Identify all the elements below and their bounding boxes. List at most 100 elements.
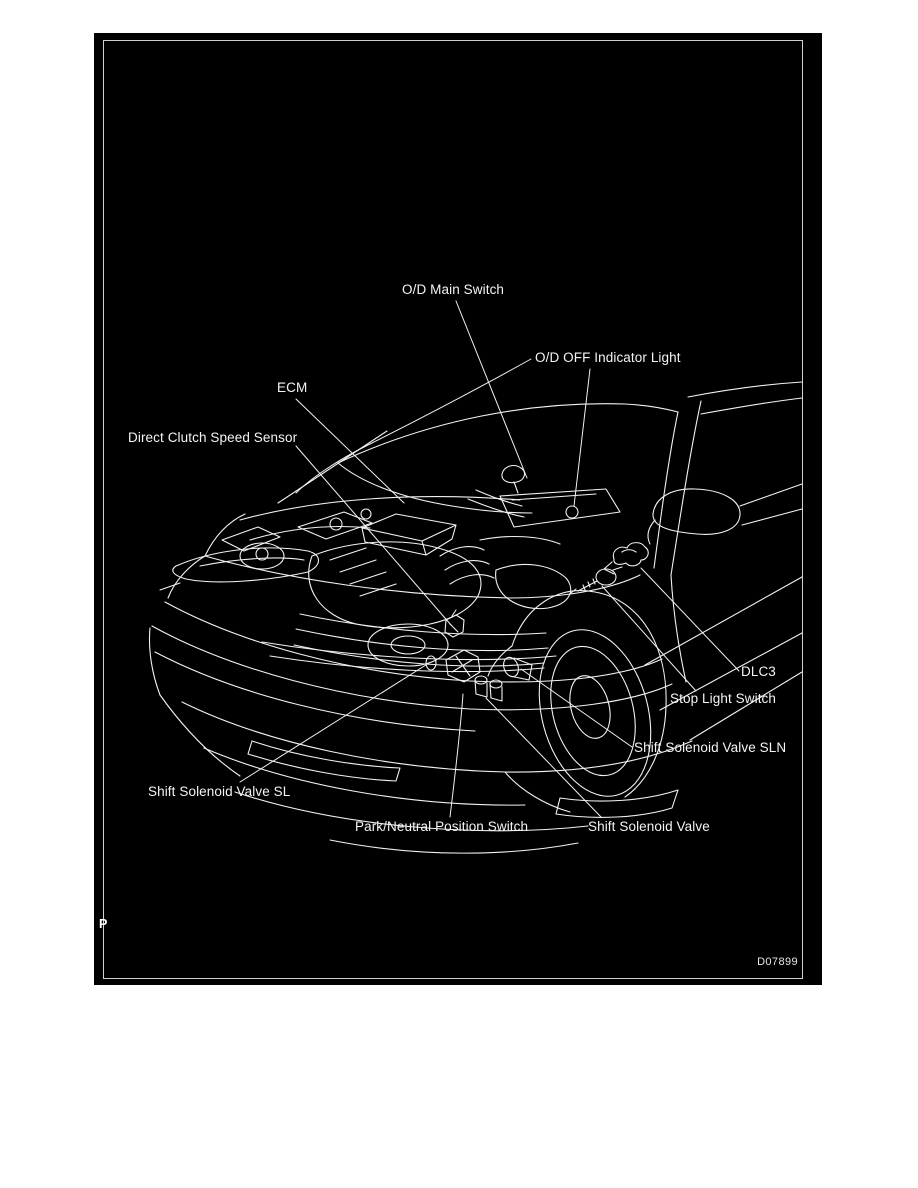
air-cleaner [221,526,281,552]
park-neutral-position-switch-glyph [445,649,481,683]
figure-plate [94,33,822,985]
art-diagonal [277,430,388,504]
label-stop-light-switch: Stop Light Switch [670,691,777,706]
wheel-cut [504,771,571,813]
bay-rear-rim [239,496,521,521]
leader-stop-light-switch [601,585,697,692]
engine-bay [204,496,572,673]
cluster-inner-line [511,493,597,501]
leader-od-off-indicator-straight [573,368,591,507]
leader-shift-solenoid-valve [485,697,602,818]
leader-shift-solenoid-valve-sl [239,662,430,783]
leader-ecm [295,398,405,504]
leader-lines [239,300,740,818]
label-direct-clutch-speed-sensor: Direct Clutch Speed Sensor [128,430,298,445]
rocker-line-3 [689,671,803,741]
a-pillar-outer [653,411,679,569]
mirror-base [647,519,656,545]
leader-park-neutral-position-switch [449,693,464,818]
shift-solenoid-valve-sln-glyph [503,656,533,681]
brand-emblem-inner [390,635,426,655]
label-ecm: ECM [277,380,308,395]
dlc3-connector-glyph [603,542,649,575]
rocker-line-1 [644,576,803,666]
wiper-blade-2 [475,489,523,507]
intake-runners [439,546,495,585]
leader-dlc3 [640,567,740,672]
a-pillar-inner [670,400,702,576]
beltline-upper [739,483,803,507]
shift-solenoid-valves-glyph [474,675,503,702]
brand-emblem-outer [367,623,449,667]
door-glass-top [700,397,803,415]
label-shift-solenoid-valve-sln: Shift Solenoid Valve SLN [634,740,787,755]
fog-slot-left [247,740,401,782]
stop-light-switch-glyph [570,566,623,594]
grille-bar-3 [293,644,545,667]
shift-solenoid-valve-sl-glyph [425,655,437,671]
label-shift-solenoid-valve-sl: Shift Solenoid Valve SL [148,784,291,799]
instrument-cluster [499,488,621,528]
label-od-off-indicator-light: O/D OFF Indicator Light [535,350,681,365]
component-glyphs [425,542,649,702]
bumper-left-end-1 [148,627,161,696]
crossmember-2 [269,655,545,673]
strut-cap [255,547,269,561]
car-front-face [148,547,693,854]
page-marker: P [99,917,108,931]
rearview-mirror-stalk [513,481,519,494]
leader-shift-solenoid-valve-sln [520,668,633,748]
label-park-neutral-position-switch: Park/Neutral Position Switch [355,819,529,834]
bumper-left-end-2 [159,694,241,777]
bumper-mid-2 [154,651,476,732]
figure-frame [103,40,803,979]
roof-line [337,403,679,464]
inner-fender-left [204,513,246,557]
fog-slot-right [555,789,679,818]
od-off-indicator-glyph [565,505,579,519]
label-dlc3: DLC3 [741,664,776,679]
beltline-lower [741,508,803,526]
leader-od-main-switch [455,300,528,479]
front-wheel [487,590,667,798]
hose-left [249,525,371,541]
side-mirror [652,488,741,535]
strut-tower [239,542,285,570]
bumper-mid-1 [151,625,673,711]
tire-outer [538,629,652,797]
wiper-blade-1 [467,498,525,518]
rocker-line-2 [659,632,803,711]
headlight [172,547,320,583]
leader-od-off-indicator-curve [295,358,532,494]
ecm-box-glyph [361,513,457,556]
label-od-main-switch: O/D Main Switch [402,282,505,297]
hose-right [479,535,561,545]
filler-cap-1 [329,517,343,531]
label-shift-solenoid-valve: Shift Solenoid Valve [588,819,710,834]
fender-arch [511,590,667,798]
fender-left-edge [167,555,206,599]
air-dam [203,747,526,806]
door-leading-edge [670,574,687,683]
tire-sidewall [550,645,636,777]
accessory-unit [495,563,572,610]
roof-side-rail [687,381,803,398]
fender-to-bumper [487,645,513,677]
battery [297,511,373,540]
figure-code: D07899 [757,956,798,968]
filler-cap-2 [360,508,372,520]
car-greenhouse [277,381,803,576]
rearview-mirror [501,465,526,484]
bumper-bottom [234,791,589,832]
bumper-lower [181,701,693,773]
car-body-side [644,574,803,741]
corner-lamp [159,582,181,591]
hood-edge [204,555,641,599]
grille-bar-1 [299,613,547,636]
engine-block [308,541,482,629]
valve-cover-ribs [329,547,397,597]
crossmember-1 [261,641,557,661]
bumper-lowest [329,839,579,854]
